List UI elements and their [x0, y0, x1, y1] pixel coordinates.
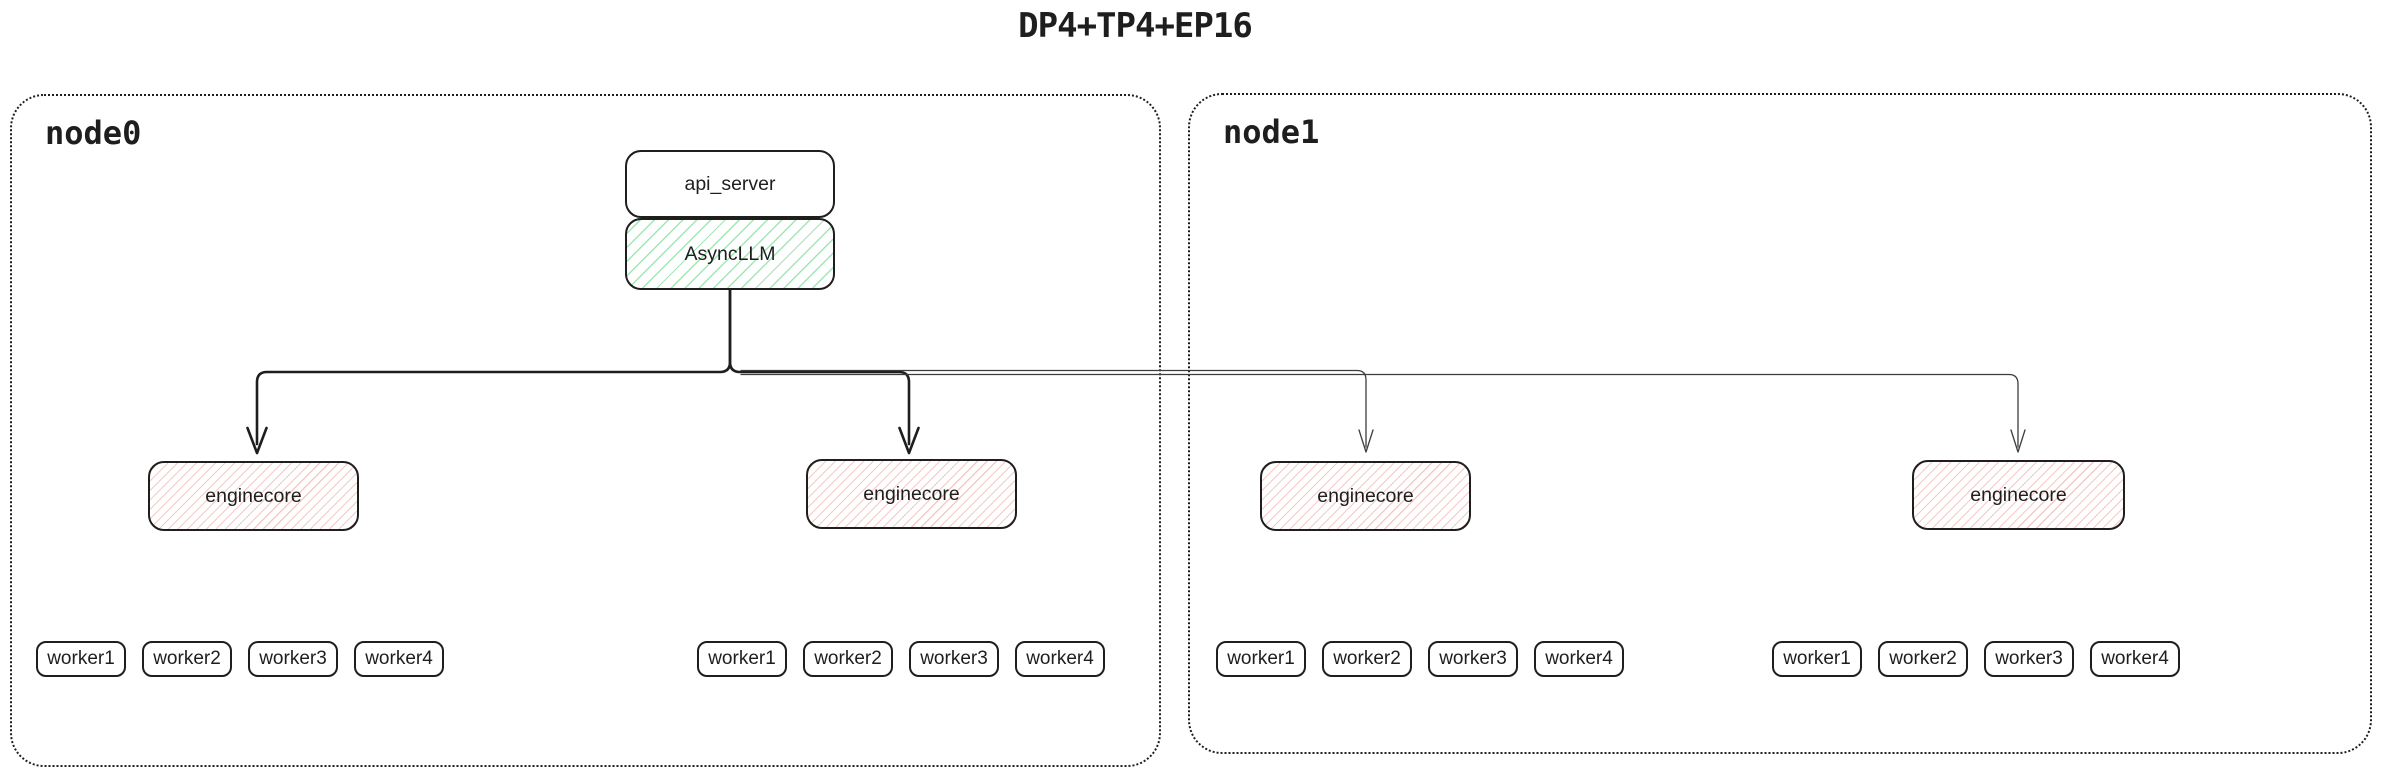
- worker-group-1: worker1 worker2 worker3 worker4: [36, 641, 444, 677]
- enginecore-box-2: enginecore: [806, 459, 1017, 529]
- worker-label: worker3: [259, 648, 327, 669]
- worker-label: worker2: [153, 648, 221, 669]
- enginecore-box-3: enginecore: [1260, 461, 1471, 531]
- node1-label: node1: [1223, 113, 1320, 151]
- worker-box: worker4: [2090, 641, 2180, 677]
- worker-box: worker3: [1984, 641, 2074, 677]
- asyncllm-box: AsyncLLM: [625, 218, 835, 290]
- worker-label: worker4: [1545, 648, 1613, 669]
- worker-box: worker1: [36, 641, 126, 677]
- api-server-label: api_server: [684, 172, 776, 195]
- worker-box: worker1: [1772, 641, 1862, 677]
- worker-label: worker3: [1439, 648, 1507, 669]
- worker-box: worker4: [354, 641, 444, 677]
- worker-label: worker1: [708, 648, 776, 669]
- worker-box: worker3: [1428, 641, 1518, 677]
- enginecore-label: enginecore: [205, 484, 302, 507]
- worker-label: worker3: [920, 648, 988, 669]
- worker-label: worker4: [365, 648, 433, 669]
- asyncllm-label: AsyncLLM: [684, 242, 776, 265]
- worker-box: worker1: [1216, 641, 1306, 677]
- worker-box: worker2: [142, 641, 232, 677]
- worker-label: worker2: [1333, 648, 1401, 669]
- enginecore-box-1: enginecore: [148, 461, 359, 531]
- worker-box: worker2: [1322, 641, 1412, 677]
- worker-box: worker3: [909, 641, 999, 677]
- node0-label: node0: [45, 114, 142, 152]
- worker-label: worker4: [1026, 648, 1094, 669]
- diagram-title: DP4+TP4+EP16: [1018, 6, 1253, 46]
- worker-group-3: worker1 worker2 worker3 worker4: [1216, 641, 1624, 677]
- worker-box: worker3: [248, 641, 338, 677]
- enginecore-label: enginecore: [1970, 483, 2067, 506]
- worker-label: worker1: [47, 648, 115, 669]
- worker-label: worker2: [1889, 648, 1957, 669]
- worker-box: worker1: [697, 641, 787, 677]
- worker-box: worker4: [1534, 641, 1624, 677]
- worker-box: worker4: [1015, 641, 1105, 677]
- enginecore-label: enginecore: [863, 482, 960, 505]
- worker-label: worker1: [1783, 648, 1851, 669]
- enginecore-box-4: enginecore: [1912, 460, 2125, 530]
- worker-group-2: worker1 worker2 worker3 worker4: [697, 641, 1105, 677]
- worker-box: worker2: [803, 641, 893, 677]
- api-server-box: api_server: [625, 150, 835, 218]
- enginecore-label: enginecore: [1317, 484, 1414, 507]
- worker-label: worker2: [814, 648, 882, 669]
- worker-box: worker2: [1878, 641, 1968, 677]
- worker-label: worker1: [1227, 648, 1295, 669]
- worker-label: worker3: [1995, 648, 2063, 669]
- worker-group-4: worker1 worker2 worker3 worker4: [1772, 641, 2180, 677]
- worker-label: worker4: [2101, 648, 2169, 669]
